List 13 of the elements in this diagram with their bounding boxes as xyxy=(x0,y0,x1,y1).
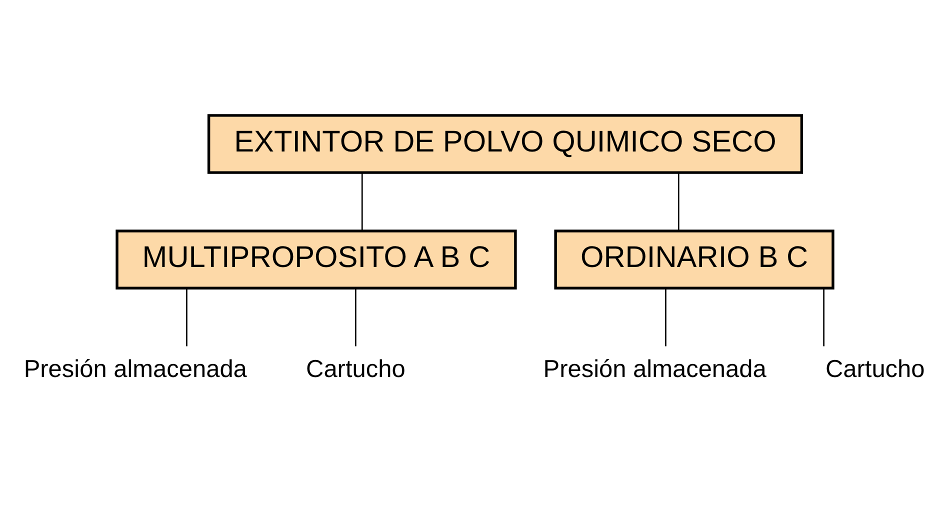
node-box: EXTINTOR DE POLVO QUIMICO SECO xyxy=(207,114,804,174)
node-text: Cartucho xyxy=(825,356,925,384)
connector xyxy=(361,172,363,231)
connector xyxy=(355,288,356,346)
node-box: MULTIPROPOSITO A B C xyxy=(116,230,517,290)
node-text: Presión almacenada xyxy=(543,356,766,384)
node-box: ORDINARIO B C xyxy=(554,230,834,290)
connector xyxy=(186,288,188,346)
node-text: Cartucho xyxy=(306,356,406,384)
node-text: Presión almacenada xyxy=(24,356,247,384)
connector xyxy=(678,172,680,231)
connector xyxy=(823,288,824,346)
connector xyxy=(665,288,666,346)
